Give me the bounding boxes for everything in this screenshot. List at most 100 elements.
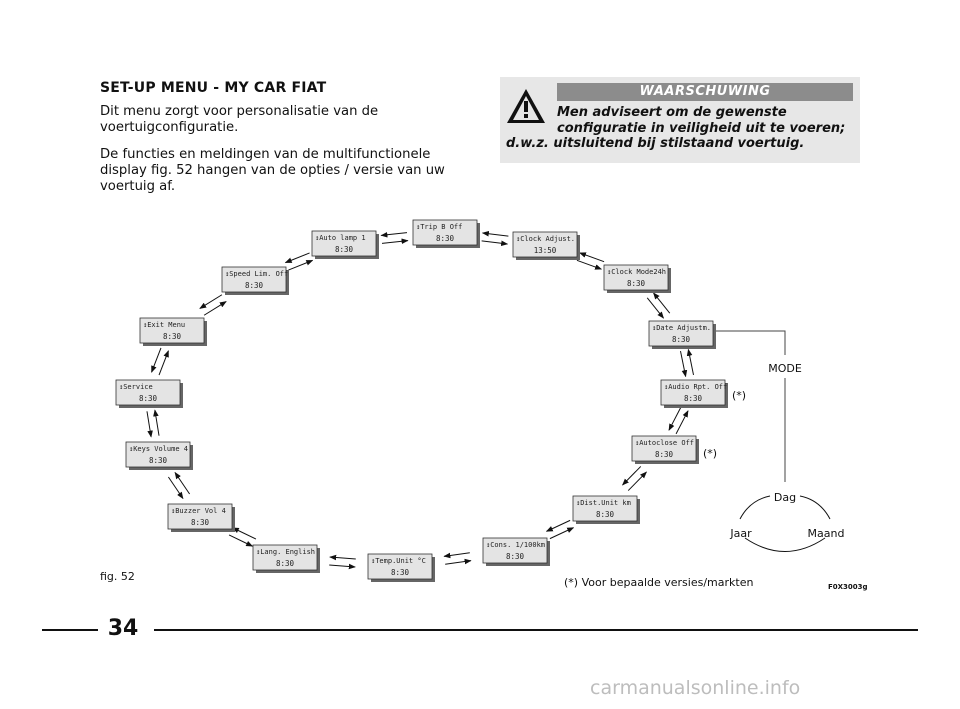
menu-item-cons-1-100km: ↕Cons. 1/100km 8:30 xyxy=(482,537,550,566)
nav-arrow xyxy=(481,230,509,237)
lcd-label: ↕Autoclose Off xyxy=(635,439,694,447)
menu-item-lang-english: ↕Lang. English 8:30 xyxy=(252,544,320,573)
lcd-label: ↕Buzzer Vol 4 xyxy=(171,507,226,515)
lcd-label: ↕Speed Lim. Off xyxy=(225,270,288,278)
menu-arrows xyxy=(146,230,695,570)
selector-right-label: Maand xyxy=(808,527,845,540)
figure-label: fig. 52 xyxy=(100,570,135,583)
nav-arrow xyxy=(576,259,603,270)
nav-arrow xyxy=(627,471,647,491)
nav-arrow xyxy=(329,554,356,561)
selector-arc-right xyxy=(799,495,831,520)
nav-arrow xyxy=(668,406,682,431)
lcd-time: 8:30 xyxy=(627,279,646,288)
nav-arrow xyxy=(622,466,642,486)
lcd-time: 8:30 xyxy=(391,568,410,577)
lcd-screen xyxy=(572,495,638,522)
lcd-label: ↕Lang. English xyxy=(256,548,315,556)
nav-arrow xyxy=(284,252,310,264)
warning-line-2: configuratie in veiligheid uit te voeren… xyxy=(557,120,846,136)
selector-arc-bottom xyxy=(744,537,826,552)
menu-item-date-adjustm: ↕Date Adjustm.8:30 xyxy=(648,320,716,349)
nav-arrow xyxy=(481,240,509,247)
menu-item-auto-lamp-1: ↕Auto lamp 1 8:30 xyxy=(311,230,379,259)
warning-text: Men adviseert om de gewenste configurati… xyxy=(506,105,851,152)
warning-heading: WAARSCHUWING xyxy=(557,83,853,101)
selector-arc-left xyxy=(739,495,771,520)
selector-left-label: Jaar xyxy=(729,527,752,540)
lcd-time: 8:30 xyxy=(163,332,182,341)
nav-arrow xyxy=(288,259,314,271)
menu-item-autoclose-off: ↕Autoclose Off 8:30 xyxy=(631,435,699,464)
warning-line-3: d.w.z. uitsluitend bij stilstaand voertu… xyxy=(506,136,805,151)
lcd-screen xyxy=(660,379,726,406)
functions-paragraph: De functies en meldingen van de multifun… xyxy=(100,147,445,194)
lcd-label: ↕Keys Volume 4 xyxy=(129,445,188,453)
menu-item-dist-unit-km: ↕Dist.Unit km8:30 xyxy=(572,495,640,524)
nav-arrow xyxy=(174,471,191,495)
lcd-time: 8:30 xyxy=(596,510,615,519)
lcd-time: 13:50 xyxy=(534,246,557,255)
nav-arrow xyxy=(151,347,162,373)
lcd-screen xyxy=(125,441,191,468)
nav-arrow xyxy=(228,534,254,547)
lcd-screen xyxy=(512,231,578,258)
lcd-label: ↕Auto lamp 1 xyxy=(315,234,366,242)
nav-arrow xyxy=(549,527,575,540)
lcd-screen xyxy=(115,379,181,406)
lcd-label: ↕Temp.Unit °C xyxy=(371,557,426,565)
lcd-time: 8:30 xyxy=(276,559,295,568)
nav-arrow xyxy=(167,476,184,500)
lcd-time: 8:30 xyxy=(335,245,354,254)
nav-arrow xyxy=(153,409,160,436)
nav-arrow xyxy=(146,411,153,438)
nav-arrow xyxy=(578,252,605,263)
lcd-time: 8:30 xyxy=(149,456,168,465)
menu-item-temp-unit-c: ↕Temp.Unit °C 8:30 xyxy=(367,553,435,582)
nav-arrow xyxy=(231,527,257,540)
lcd-time: 8:30 xyxy=(506,552,525,561)
footer-rule-right xyxy=(154,629,918,631)
warning-line-1: Men adviseert om de gewenste xyxy=(557,105,787,120)
footer-rule-left xyxy=(42,629,98,631)
lcd-screen xyxy=(167,503,233,530)
lcd-screen xyxy=(412,219,478,246)
nav-arrow xyxy=(545,519,571,532)
menu-item-clock-adjust: ↕Clock Adjust.13:50 xyxy=(512,231,580,260)
nav-arrow xyxy=(199,294,223,309)
warning-triangle-icon xyxy=(507,89,545,123)
lcd-screen xyxy=(648,320,714,347)
nav-arrow xyxy=(653,292,671,314)
page-number: 34 xyxy=(107,616,139,641)
menu-item-keys-volume-4: ↕Keys Volume 4 8:30 xyxy=(125,441,193,470)
section-title: SET-UP MENU - MY CAR FIAT xyxy=(100,80,327,96)
optional-marker-autoclose: (*) xyxy=(703,447,717,460)
footnote: (*) Voor bepaalde versies/markten xyxy=(564,576,753,589)
nav-arrow xyxy=(679,350,688,378)
lcd-time: 8:30 xyxy=(655,450,674,459)
optional-marker-audio: (*) xyxy=(732,389,746,402)
lcd-time: 8:30 xyxy=(436,234,455,243)
nav-arrow xyxy=(381,238,409,245)
lcd-screen xyxy=(252,544,318,571)
nav-arrow xyxy=(675,410,689,435)
lcd-label: ↕Service xyxy=(119,383,153,391)
nav-arrow xyxy=(203,301,227,316)
lcd-label: ↕Cons. 1/100km xyxy=(486,541,545,549)
lcd-screen xyxy=(367,553,433,580)
lcd-screen xyxy=(603,264,669,291)
mode-connector-top xyxy=(716,330,786,355)
intro-paragraph: Dit menu zorgt voor personalisatie van d… xyxy=(100,104,379,135)
nav-arrow xyxy=(158,350,169,376)
nav-arrow xyxy=(646,297,664,319)
lcd-screen xyxy=(221,266,287,293)
selector-top-label: Dag xyxy=(774,491,796,504)
nav-arrow xyxy=(443,552,470,559)
watermark: carmanualsonline.info xyxy=(590,677,801,699)
